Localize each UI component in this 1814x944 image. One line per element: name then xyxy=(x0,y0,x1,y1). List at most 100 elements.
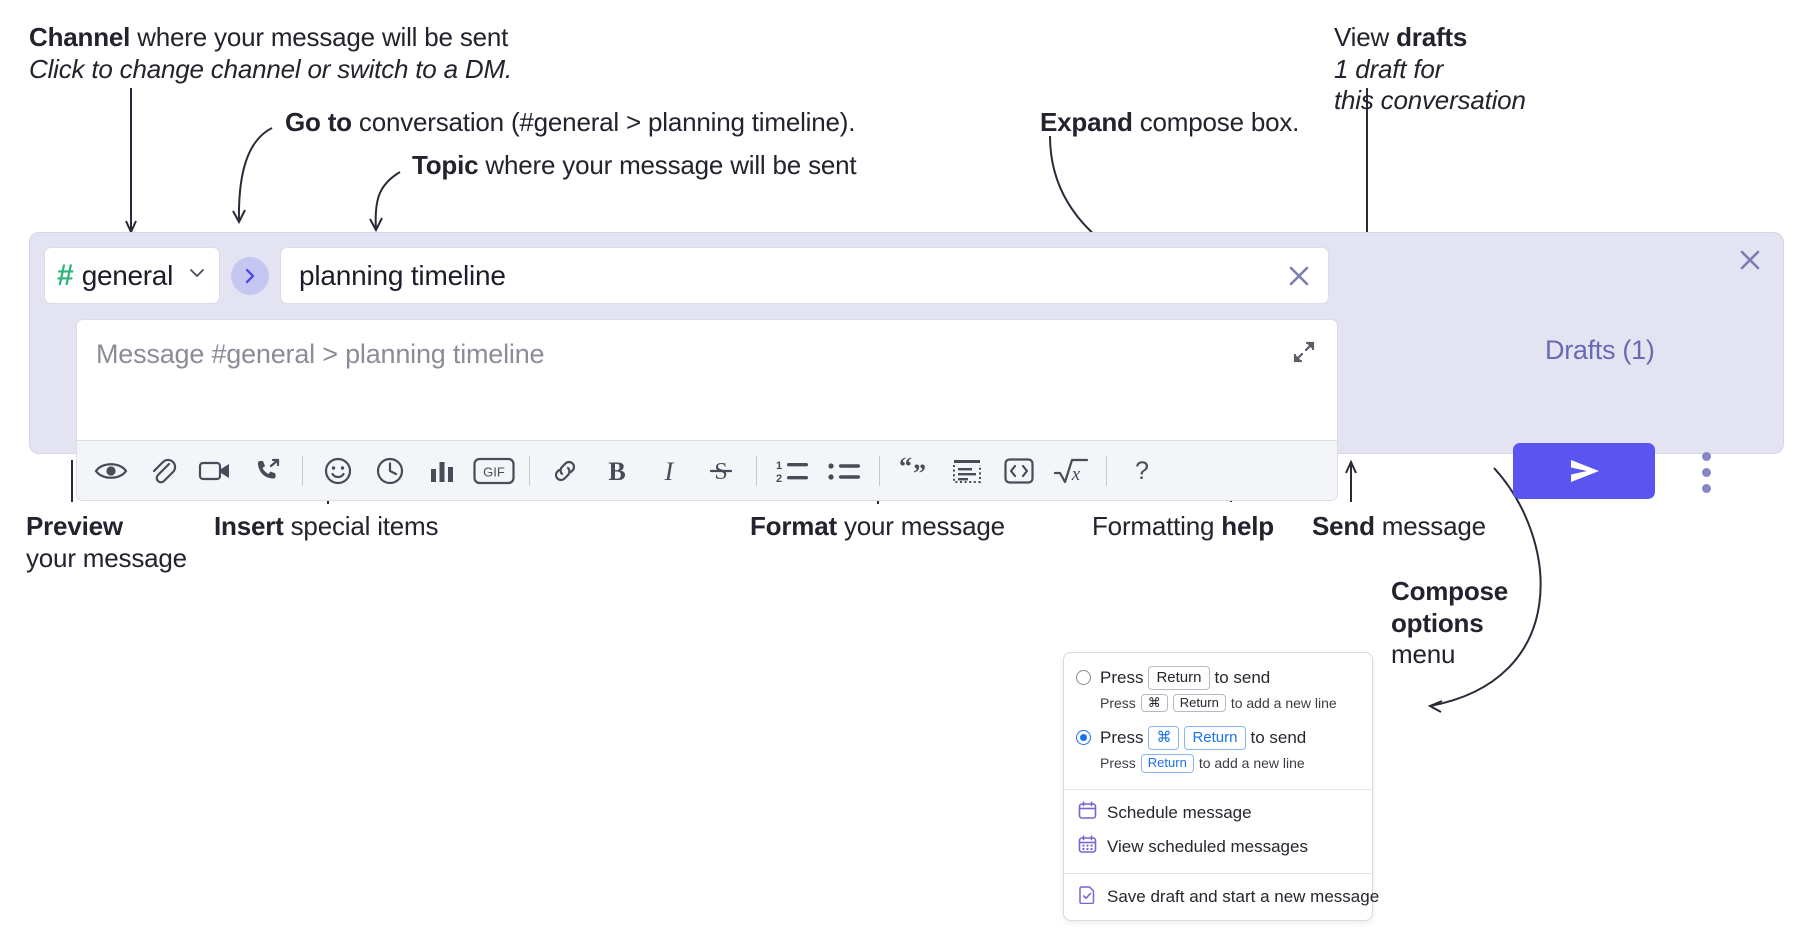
key-command: ⌘ xyxy=(1140,693,1168,713)
clear-topic-icon[interactable] xyxy=(1284,261,1314,291)
menu-divider xyxy=(1064,788,1372,790)
key-return: Return xyxy=(1184,726,1246,750)
emoji-icon[interactable] xyxy=(312,449,364,493)
bold-icon[interactable]: B xyxy=(591,449,643,493)
annotation-help-prefix: Formatting xyxy=(1092,511,1222,541)
svg-text:x: x xyxy=(1071,464,1081,485)
annotation-insert-rest: special items xyxy=(283,511,439,541)
key-return: Return xyxy=(1148,666,1210,690)
menu-item-schedule-message[interactable]: Schedule message xyxy=(1064,796,1372,830)
send-button[interactable] xyxy=(1513,443,1655,499)
annotation-help-bold: help xyxy=(1221,511,1274,541)
annotation-send-bold: Send xyxy=(1312,511,1375,541)
compose-options-menu: Press Return to send Press ⌘ Return to a… xyxy=(1063,652,1379,921)
annotation-expand-rest: compose box. xyxy=(1132,107,1300,137)
help-icon[interactable]: ? xyxy=(1116,449,1168,493)
hash-icon: # xyxy=(57,258,74,292)
svg-text:GIF: GIF xyxy=(483,464,505,479)
expand-icon[interactable] xyxy=(1289,337,1319,372)
link-icon[interactable] xyxy=(539,449,591,493)
kebab-dot xyxy=(1701,483,1711,493)
compose-header-row: # general planning timeline xyxy=(44,247,1329,304)
annotation-preview-line2: your message xyxy=(26,542,187,573)
annotation-format-rest: your message xyxy=(836,511,1005,541)
toolbar-separator xyxy=(1106,455,1107,486)
svg-text:1: 1 xyxy=(776,460,782,472)
annotation-expand-bold: Expand xyxy=(1040,107,1133,137)
menu-item-label: View scheduled messages xyxy=(1107,836,1308,856)
close-icon[interactable] xyxy=(1735,245,1765,275)
bulleted-list-icon[interactable] xyxy=(818,449,870,493)
option-press-cmd-return-to-send[interactable]: Press ⌘ Return to send Press Return to a… xyxy=(1064,723,1372,779)
gif-icon[interactable]: GIF xyxy=(468,449,520,493)
annotation-preview: Preview your message xyxy=(26,511,187,574)
menu-item-save-draft[interactable]: Save draft and start a new message xyxy=(1064,880,1379,914)
annotation-insert-bold: Insert xyxy=(214,511,284,541)
paperclip-icon[interactable] xyxy=(137,449,189,493)
kebab-dot xyxy=(1701,467,1711,477)
compose-box: # general planning timeline Message #gen… xyxy=(29,232,1784,501)
option-1-pre: Press xyxy=(1100,667,1144,687)
preview-icon[interactable] xyxy=(85,449,137,493)
toolbar-separator xyxy=(879,455,880,486)
phone-forward-icon[interactable] xyxy=(241,449,293,493)
radio-button-unselected[interactable] xyxy=(1076,670,1091,685)
svg-text:2: 2 xyxy=(776,473,782,485)
message-input[interactable]: Message #general > planning timeline xyxy=(76,319,1338,441)
svg-text:?: ? xyxy=(1135,457,1149,485)
topic-value: planning timeline xyxy=(299,259,506,291)
option-2-sub-post: to add a new line xyxy=(1198,755,1305,772)
svg-text:I: I xyxy=(664,457,675,485)
annotation-drafts-italic-1: 1 draft for xyxy=(1334,53,1444,84)
annotation-help: Formatting help xyxy=(1092,511,1274,543)
topic-input[interactable]: planning timeline xyxy=(280,247,1329,304)
kebab-dot xyxy=(1701,451,1711,461)
compose-options-button[interactable] xyxy=(1693,450,1719,494)
annotation-send: Send message xyxy=(1312,511,1486,543)
option-2-pre: Press xyxy=(1100,728,1144,748)
go-to-conversation-button[interactable] xyxy=(231,256,269,295)
strikethrough-icon[interactable]: S xyxy=(695,449,747,493)
svg-text:”: ” xyxy=(913,459,926,485)
annotation-preview-bold: Preview xyxy=(26,511,123,541)
menu-item-label: Save draft and start a new message xyxy=(1107,886,1380,906)
option-1-post: to send xyxy=(1214,667,1271,687)
annotation-topic-bold: Topic xyxy=(412,150,479,180)
annotation-compose-options-line3: menu xyxy=(1391,639,1456,670)
code-block-icon[interactable] xyxy=(941,449,993,493)
menu-item-label: Schedule message xyxy=(1107,802,1252,822)
bar-chart-icon[interactable] xyxy=(416,449,468,493)
video-camera-icon[interactable] xyxy=(189,449,241,493)
key-return: Return xyxy=(1172,693,1226,713)
inline-code-icon[interactable] xyxy=(993,449,1045,493)
option-1-sub: Press ⌘ Return to add a new line xyxy=(1100,693,1337,713)
annotation-goto: Go to conversation (#general > planning … xyxy=(285,107,855,139)
radio-button-selected[interactable] xyxy=(1076,730,1091,746)
key-command: ⌘ xyxy=(1148,726,1180,750)
annotation-drafts-italic-2: this conversation xyxy=(1334,85,1526,116)
toolbar-separator xyxy=(302,455,303,486)
annotation-topic: Topic where your message will be sent xyxy=(412,150,857,182)
toolbar-separator xyxy=(529,455,530,486)
chevron-down-icon xyxy=(187,263,207,288)
annotation-channel-rest: where your message will be sent xyxy=(130,22,509,52)
channel-selector[interactable]: # general xyxy=(44,247,220,304)
clock-icon[interactable] xyxy=(364,449,416,493)
math-icon[interactable]: x xyxy=(1045,449,1097,493)
annotation-format-bold: Format xyxy=(750,511,837,541)
option-2-post: to send xyxy=(1250,728,1307,748)
option-1-main: Press Return to send xyxy=(1100,666,1337,690)
option-press-return-to-send[interactable]: Press Return to send Press ⌘ Return to a… xyxy=(1064,663,1372,719)
save-draft-icon xyxy=(1078,885,1097,909)
blockquote-icon[interactable]: “” xyxy=(889,449,941,493)
calendar-grid-icon xyxy=(1078,835,1097,859)
annotation-goto-rest: conversation (#general > planning timeli… xyxy=(351,107,856,137)
option-2-sub: Press Return to add a new line xyxy=(1100,753,1306,773)
drafts-link[interactable]: Drafts (1) xyxy=(1545,335,1655,365)
annotation-expand: Expand compose box. xyxy=(1040,107,1299,139)
menu-divider xyxy=(1064,872,1372,874)
menu-item-view-scheduled-messages[interactable]: View scheduled messages xyxy=(1064,830,1372,864)
italic-icon[interactable]: I xyxy=(643,449,695,493)
